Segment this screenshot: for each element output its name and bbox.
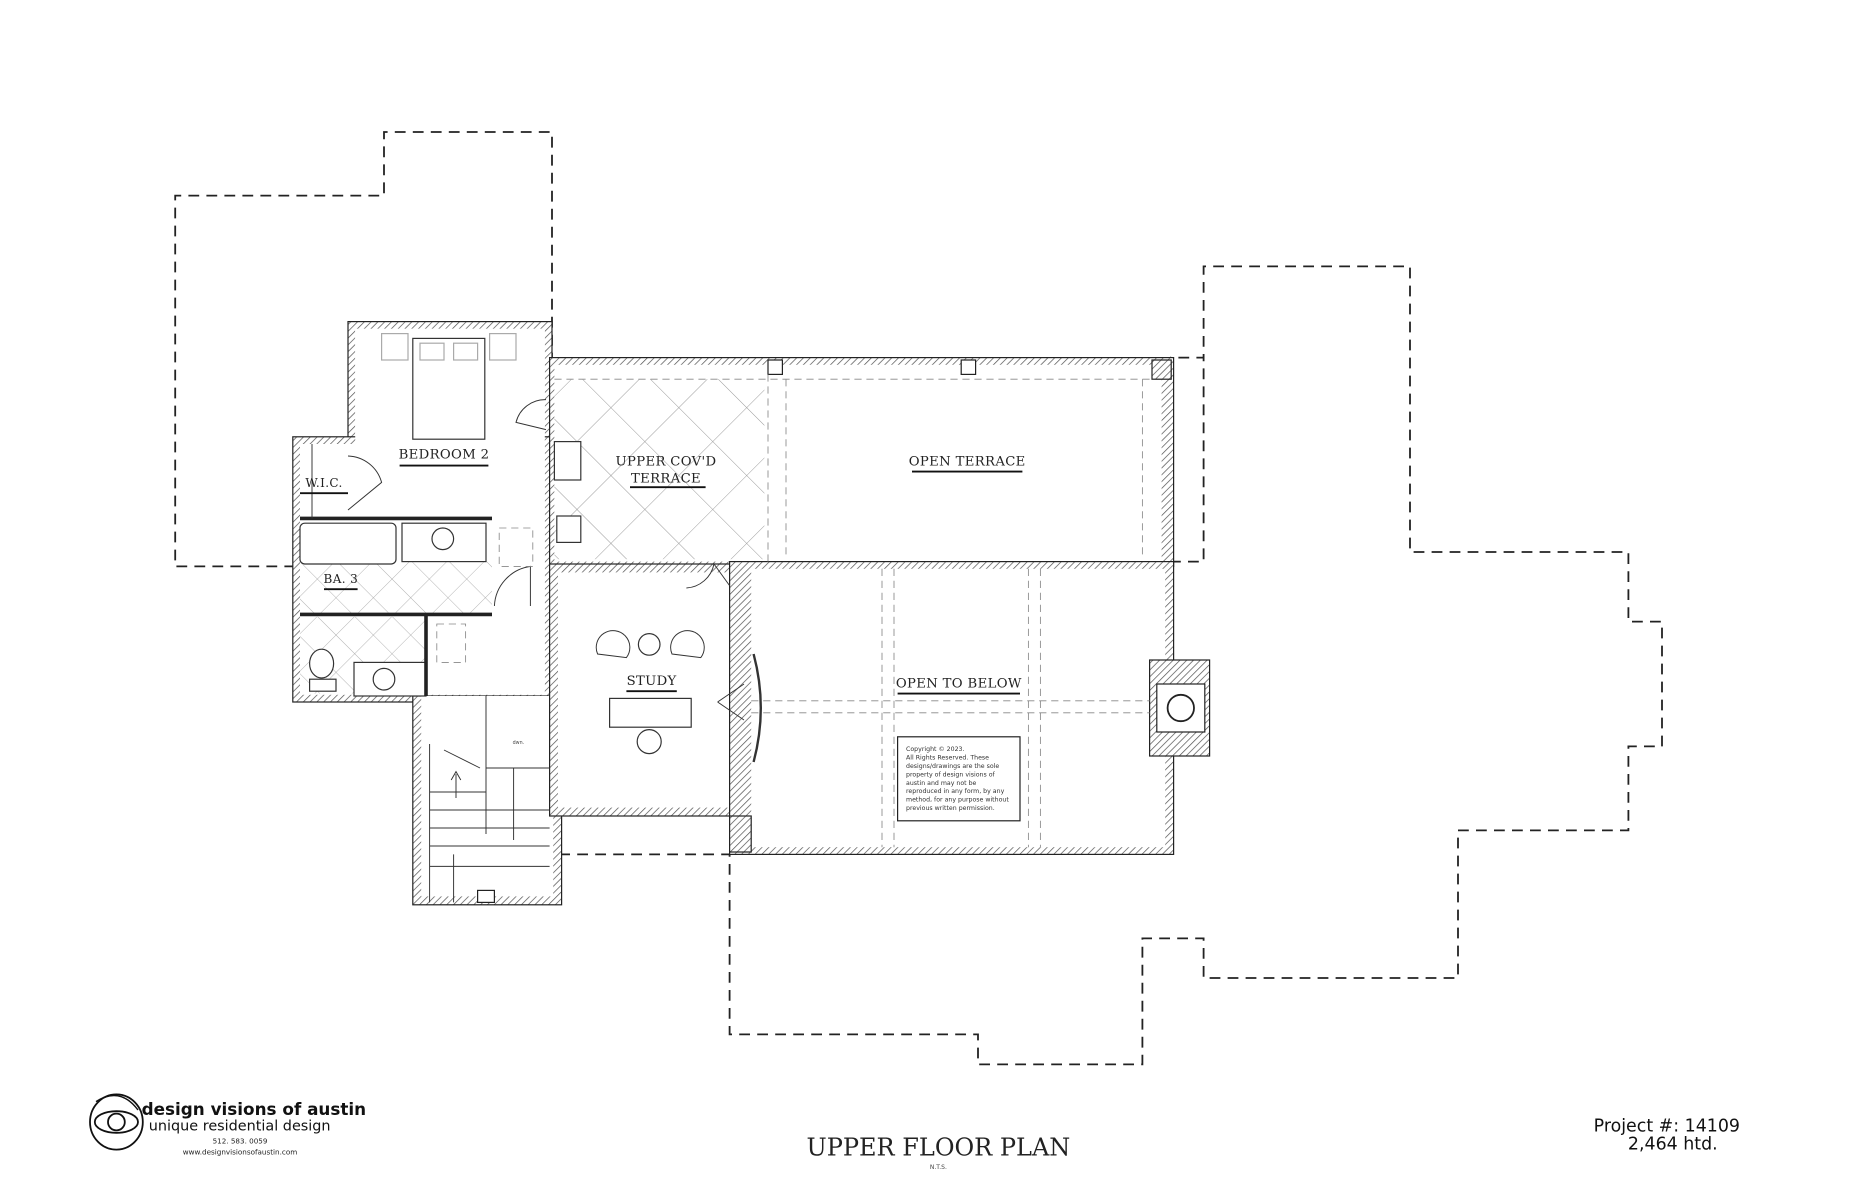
stair-note: dwn.: [513, 740, 525, 746]
roof-outline-left: [174, 131, 1663, 1066]
grill: [553, 441, 582, 481]
eye-logo-icon: [89, 1093, 144, 1151]
bathtub: [299, 522, 397, 565]
sink: [556, 515, 582, 544]
copyright-line: Copyright © 2023.: [906, 745, 965, 753]
drawing-title: UPPER FLOOR PLAN: [806, 1134, 1070, 1162]
room-label-bath-3: BA. 3: [324, 572, 359, 586]
project-number: Project #: 14109: [1594, 1117, 1740, 1137]
room-label-bedroom-2: BEDROOM 2: [399, 447, 490, 462]
copyright-line: austin and may not be: [906, 780, 977, 787]
room-label-open-terrace: OPEN TERRACE: [909, 455, 1026, 470]
company-phone: 512. 583. 0059: [213, 1137, 268, 1146]
copyright-line: method, for any purpose without: [906, 797, 1009, 804]
company-name: design visions of austin: [142, 1099, 367, 1119]
copyright-line: previous written permission.: [906, 805, 995, 812]
covered-terrace-tile: [554, 379, 765, 560]
company-logo: design visions of austin unique resident…: [89, 1093, 367, 1156]
desk: [609, 697, 692, 728]
copyright-line: reproduced in any form, by any: [906, 788, 1005, 795]
room-label-wic: W.I.C.: [305, 476, 342, 490]
room-label-upper-covered-terrace: UPPER COV'D: [616, 455, 717, 470]
room-label-terrace: TERRACE: [631, 471, 701, 486]
copyright-line: All Rights Reserved. These: [906, 755, 989, 762]
copyright-line: property of design visions of: [906, 771, 996, 778]
room-label-study: STUDY: [627, 674, 677, 689]
copyright-line: designs/drawings are the sole: [906, 763, 999, 770]
vanity-sink: [431, 527, 455, 551]
project-area: 2,464 htd.: [1628, 1135, 1718, 1155]
company-tagline: unique residential design: [149, 1118, 331, 1134]
toilet: [309, 648, 335, 679]
room-label-open-to-below: OPEN TO BELOW: [896, 677, 1022, 692]
scale-note: N.T.S.: [930, 1164, 947, 1171]
stairs: [429, 696, 550, 904]
company-website: www.designvisionsofaustin.com: [183, 1147, 297, 1156]
copyright-box: [897, 736, 1021, 822]
